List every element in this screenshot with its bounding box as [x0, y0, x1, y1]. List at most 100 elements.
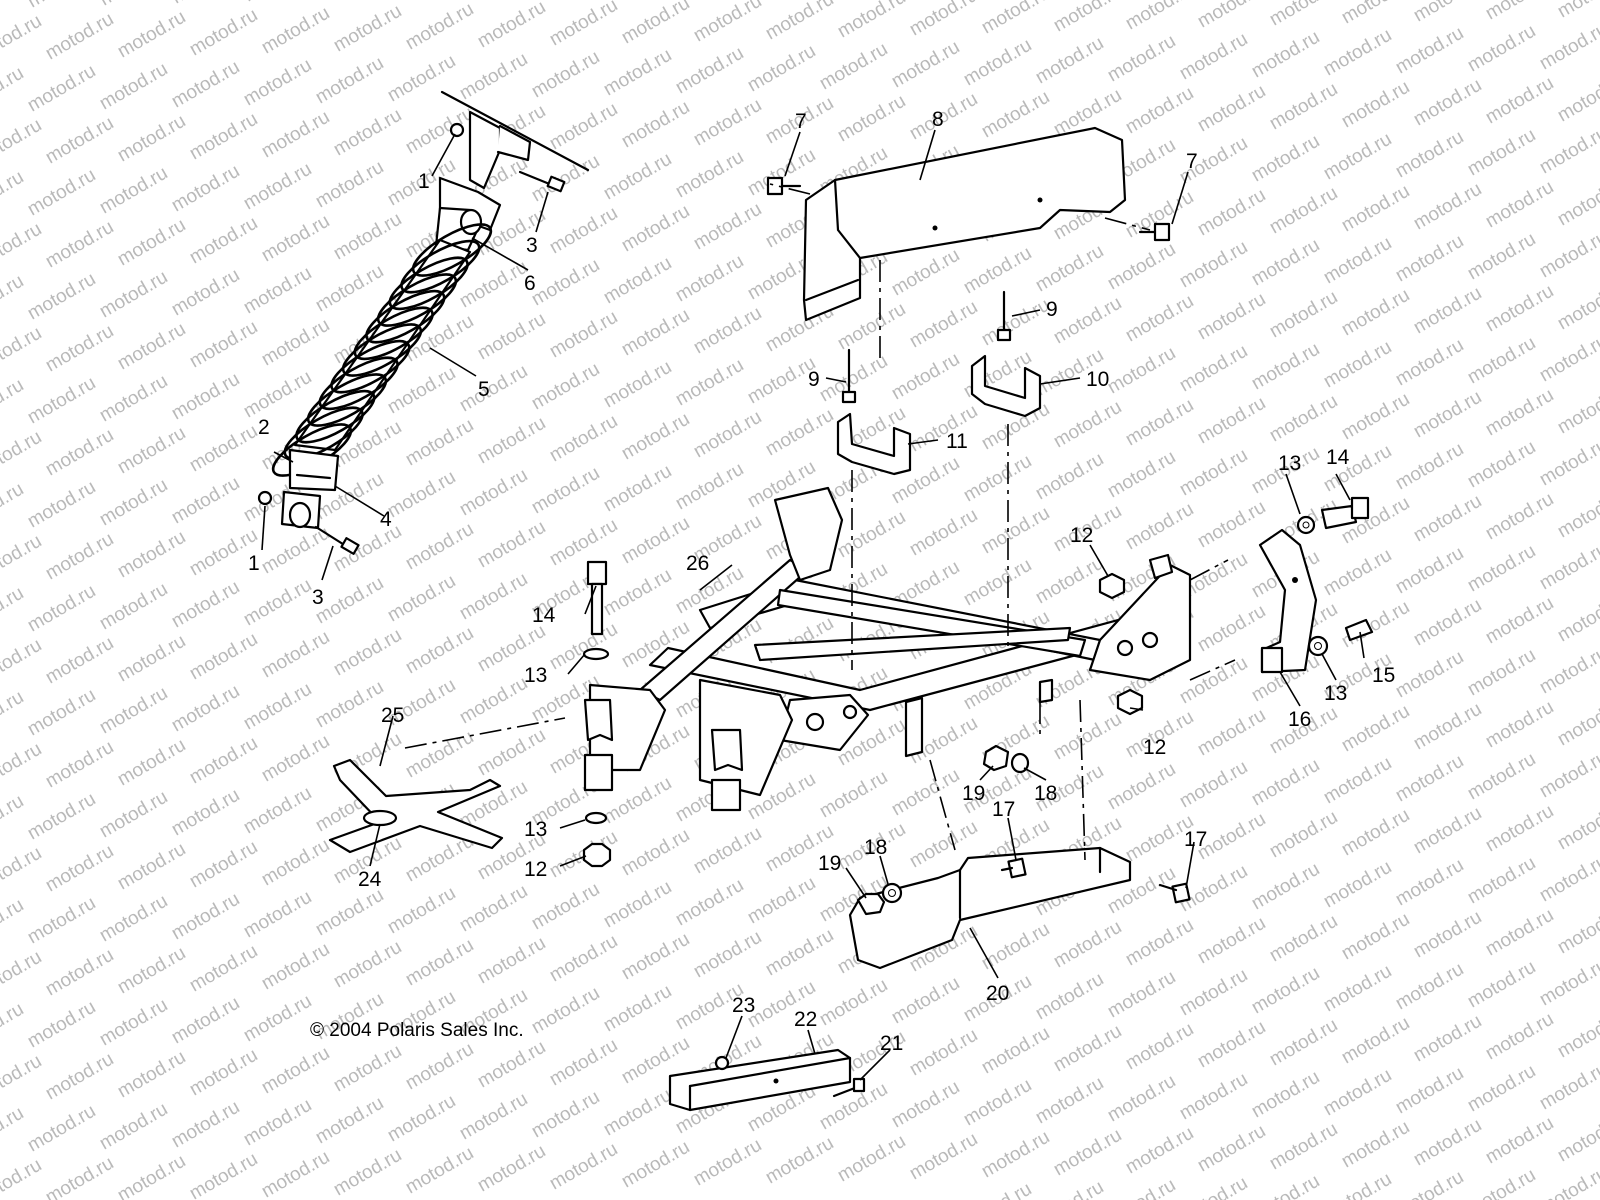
svg-text:motod.ru: motod.ru	[1536, 1059, 1600, 1115]
svg-text:motod.ru: motod.ru	[888, 1077, 963, 1133]
svg-text:motod.ru: motod.ru	[888, 349, 963, 405]
svg-text:motod.ru: motod.ru	[312, 885, 387, 941]
svg-text:motod.ru: motod.ru	[1410, 75, 1485, 131]
callout-21: 21	[880, 1032, 903, 1055]
svg-text:motod.ru: motod.ru	[528, 359, 603, 415]
svg-text:motod.ru: motod.ru	[1032, 241, 1107, 297]
svg-text:motod.ru: motod.ru	[744, 873, 819, 929]
svg-text:motod.ru: motod.ru	[474, 933, 549, 989]
svg-text:motod.ru: motod.ru	[1122, 1123, 1197, 1179]
svg-text:motod.ru: motod.ru	[402, 935, 477, 991]
svg-text:motod.ru: motod.ru	[186, 941, 261, 997]
svg-text:motod.ru: motod.ru	[1266, 1015, 1341, 1071]
svg-text:motod.ru: motod.ru	[960, 451, 1035, 507]
svg-text:motod.ru: motod.ru	[1554, 1111, 1600, 1167]
callout-14-front: 14	[532, 604, 556, 627]
svg-text:motod.ru: motod.ru	[42, 1049, 117, 1105]
svg-text:motod.ru: motod.ru	[1320, 753, 1395, 809]
svg-text:motod.ru: motod.ru	[1536, 643, 1600, 699]
svg-text:motod.ru: motod.ru	[456, 1089, 531, 1145]
svg-text:motod.ru: motod.ru	[1032, 969, 1107, 1025]
svg-text:motod.ru: motod.ru	[1410, 1115, 1485, 1171]
callout-13-rear-bottom: 13	[1324, 682, 1347, 705]
svg-text:motod.ru: motod.ru	[906, 297, 981, 353]
svg-text:motod.ru: motod.ru	[1338, 597, 1413, 653]
svg-text:motod.ru: motod.ru	[24, 269, 99, 325]
svg-text:motod.ru: motod.ru	[1194, 1017, 1269, 1073]
callout-labels: 1 3 6 5 2 4 1 3 7 8 7 9 9 10 11 13 14 12…	[248, 108, 1395, 1055]
svg-text:motod.ru: motod.ru	[1320, 129, 1395, 185]
svg-text:motod.ru: motod.ru	[258, 1147, 333, 1200]
svg-text:motod.ru: motod.ru	[114, 1047, 189, 1103]
svg-text:motod.ru: motod.ru	[1554, 279, 1600, 335]
svg-text:motod.ru: motod.ru	[258, 835, 333, 891]
svg-text:motod.ru: motod.ru	[618, 1137, 693, 1193]
svg-text:motod.ru: motod.ru	[1338, 389, 1413, 445]
svg-text:motod.ru: motod.ru	[906, 89, 981, 145]
svg-text:motod.ru: motod.ru	[168, 265, 243, 321]
callout-13-rear-top: 13	[1278, 452, 1301, 475]
svg-text:motod.ru: motod.ru	[600, 357, 675, 413]
svg-text:motod.ru: motod.ru	[456, 569, 531, 625]
svg-text:motod.ru: motod.ru	[186, 733, 261, 789]
svg-text:motod.ru: motod.ru	[0, 219, 45, 275]
svg-text:motod.ru: motod.ru	[1338, 1013, 1413, 1069]
svg-text:motod.ru: motod.ru	[1176, 445, 1251, 501]
svg-text:motod.ru: motod.ru	[546, 515, 621, 571]
svg-text:motod.ru: motod.ru	[258, 627, 333, 683]
svg-text:motod.ru: motod.ru	[168, 1097, 243, 1153]
svg-text:motod.ru: motod.ru	[546, 99, 621, 155]
svg-text:motod.ru: motod.ru	[1554, 487, 1600, 543]
svg-text:motod.ru: motod.ru	[1410, 803, 1485, 859]
svg-text:motod.ru: motod.ru	[0, 427, 45, 483]
svg-text:motod.ru: motod.ru	[312, 677, 387, 733]
svg-text:motod.ru: motod.ru	[1050, 0, 1125, 36]
svg-text:motod.ru: motod.ru	[42, 529, 117, 585]
svg-text:motod.ru: motod.ru	[96, 683, 171, 739]
leader-lines	[261, 129, 1365, 1081]
svg-text:motod.ru: motod.ru	[1194, 289, 1269, 345]
svg-text:motod.ru: motod.ru	[168, 577, 243, 633]
svg-text:motod.ru: motod.ru	[42, 633, 117, 689]
svg-text:motod.ru: motod.ru	[312, 261, 387, 317]
callout-20: 20	[986, 982, 1009, 1005]
svg-text:motod.ru: motod.ru	[168, 57, 243, 113]
svg-text:motod.ru: motod.ru	[1410, 491, 1485, 547]
svg-text:motod.ru: motod.ru	[1410, 595, 1485, 651]
svg-text:motod.ru: motod.ru	[330, 625, 405, 681]
callout-12-middle: 12	[1143, 736, 1166, 759]
svg-text:motod.ru: motod.ru	[384, 883, 459, 939]
svg-text:motod.ru: motod.ru	[618, 929, 693, 985]
svg-text:motod.ru: motod.ru	[1104, 967, 1179, 1023]
assembly-lines	[404, 183, 1236, 861]
svg-text:motod.ru: motod.ru	[258, 939, 333, 995]
svg-text:motod.ru: motod.ru	[1536, 19, 1600, 75]
svg-text:motod.ru: motod.ru	[24, 893, 99, 949]
svg-text:motod.ru: motod.ru	[1338, 1117, 1413, 1173]
svg-text:motod.ru: motod.ru	[474, 309, 549, 365]
svg-text:motod.ru: motod.ru	[114, 319, 189, 375]
svg-text:motod.ru: motod.ru	[384, 467, 459, 523]
callout-12-lower: 12	[524, 858, 547, 881]
svg-text:motod.ru: motod.ru	[474, 413, 549, 469]
svg-text:motod.ru: motod.ru	[42, 9, 117, 65]
svg-text:motod.ru: motod.ru	[1176, 1173, 1251, 1200]
svg-text:motod.ru: motod.ru	[0, 739, 45, 795]
svg-text:motod.ru: motod.ru	[1122, 499, 1197, 555]
svg-text:motod.ru: motod.ru	[1554, 799, 1600, 855]
svg-text:motod.ru: motod.ru	[762, 925, 837, 981]
svg-text:motod.ru: motod.ru	[42, 113, 117, 169]
svg-text:motod.ru: motod.ru	[240, 887, 315, 943]
svg-text:motod.ru: motod.ru	[1464, 541, 1539, 597]
svg-text:motod.ru: motod.ru	[168, 889, 243, 945]
svg-text:motod.ru: motod.ru	[600, 253, 675, 309]
svg-text:motod.ru: motod.ru	[96, 1099, 171, 1155]
svg-text:motod.ru: motod.ru	[1320, 233, 1395, 289]
callout-16: 16	[1288, 708, 1311, 731]
svg-text:motod.ru: motod.ru	[1482, 593, 1557, 649]
svg-text:motod.ru: motod.ru	[168, 993, 243, 1049]
svg-text:motod.ru: motod.ru	[96, 163, 171, 219]
svg-text:motod.ru: motod.ru	[1536, 1163, 1600, 1200]
svg-text:motod.ru: motod.ru	[402, 0, 477, 54]
svg-text:motod.ru: motod.ru	[114, 839, 189, 895]
